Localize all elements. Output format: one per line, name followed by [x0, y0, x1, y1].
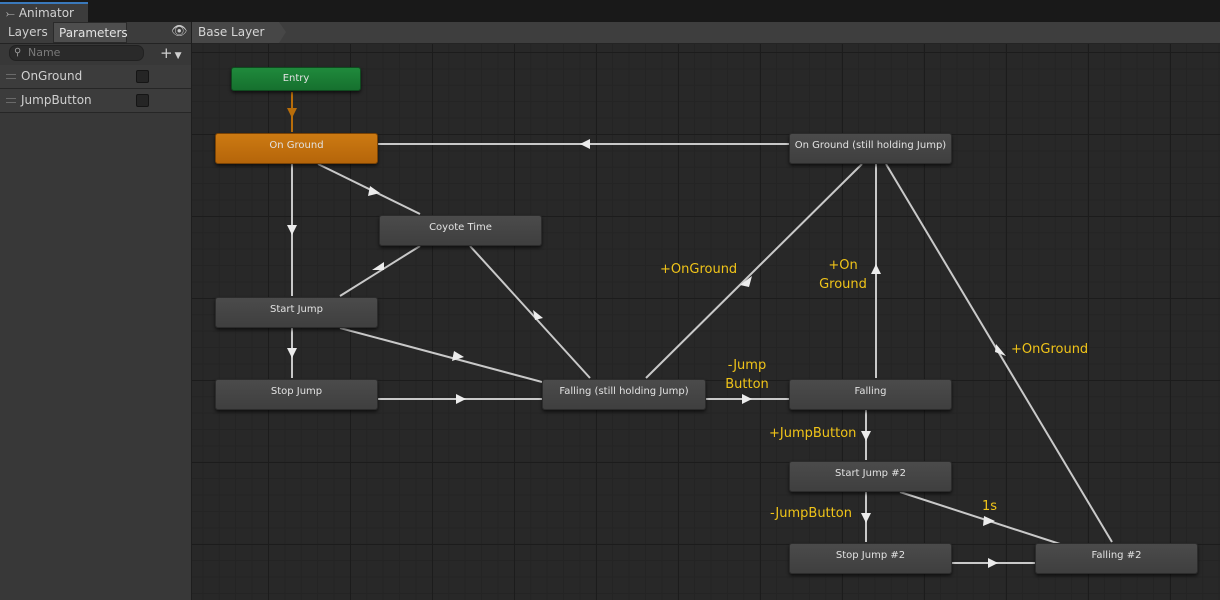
- state-falling[interactable]: Falling: [789, 379, 952, 410]
- animator-icon: ⤚: [6, 7, 15, 20]
- arrow-icon: [456, 394, 466, 404]
- state-on-ground-holding-jump[interactable]: On Ground (still holding Jump): [789, 133, 952, 164]
- state-on-ground[interactable]: On Ground: [215, 133, 378, 164]
- transition-onground-coyote[interactable]: [317, 163, 421, 215]
- arrow-icon: [995, 344, 1006, 356]
- transition-coyote-startjump[interactable]: [339, 245, 421, 297]
- parameter-name: JumpButton: [21, 93, 92, 107]
- transition-falling-holding-onground-holding[interactable]: [645, 163, 863, 379]
- arrow-icon: [287, 108, 297, 118]
- breadcrumb: Base Layer: [192, 22, 1220, 44]
- search-icon: ⚲: [14, 47, 22, 58]
- arrow-icon: [871, 264, 881, 274]
- transition-label: -Jump Button: [722, 356, 772, 394]
- tab-parameters[interactable]: Parameters: [53, 22, 128, 43]
- drag-handle-icon[interactable]: [6, 74, 16, 79]
- transition-startjump-falling-holding[interactable]: [339, 327, 543, 383]
- parameter-name: OnGround: [21, 69, 83, 83]
- state-stop-jump[interactable]: Stop Jump: [215, 379, 378, 410]
- arrow-icon: [372, 262, 384, 270]
- transition-label: +On Ground: [818, 256, 868, 294]
- eye-icon[interactable]: 👁: [171, 24, 188, 39]
- panel-tabs: Layers Parameters 👁: [0, 22, 191, 44]
- transition-label: +OnGround: [660, 262, 738, 277]
- state-falling-holding-jump[interactable]: Falling (still holding Jump): [542, 379, 706, 410]
- arrow-icon: [861, 431, 871, 441]
- transition-label-line: Button: [725, 377, 769, 392]
- breadcrumb-base-layer[interactable]: Base Layer: [192, 22, 285, 43]
- animator-tab-label: Animator: [18, 6, 74, 20]
- parameters-panel: Layers Parameters 👁 ⚲ Name +▼ OnGround Ju…: [0, 22, 192, 600]
- arrow-icon: [988, 558, 998, 568]
- arrow-icon: [533, 310, 543, 320]
- window-tab-bar: ⤚Animator: [0, 0, 1220, 22]
- arrow-icon: [983, 516, 995, 526]
- state-stop-jump-2[interactable]: Stop Jump #2: [789, 543, 952, 574]
- arrow-icon: [580, 139, 590, 149]
- add-parameter-button[interactable]: +▼: [160, 44, 190, 62]
- arrow-icon: [287, 225, 297, 235]
- transition-label: +OnGround: [1011, 342, 1089, 357]
- parameter-row-jumpbutton[interactable]: JumpButton: [0, 89, 191, 113]
- transition-label: -JumpButton: [770, 506, 852, 521]
- dropdown-caret-icon: ▼: [174, 51, 182, 61]
- state-entry[interactable]: Entry: [231, 67, 361, 91]
- state-start-jump-2[interactable]: Start Jump #2: [789, 461, 952, 492]
- transition-startjump2-falling2[interactable]: [899, 491, 1061, 545]
- tab-layers[interactable]: Layers: [8, 25, 48, 39]
- transition-label: +JumpButton: [769, 426, 857, 441]
- state-start-jump[interactable]: Start Jump: [215, 297, 378, 328]
- arrow-icon: [452, 351, 464, 361]
- plus-icon: +: [160, 44, 173, 62]
- arrow-icon: [368, 186, 380, 196]
- parameter-checkbox[interactable]: [136, 70, 149, 83]
- transition-coyote-falling-holding[interactable]: [469, 245, 591, 379]
- state-falling-2[interactable]: Falling #2: [1035, 543, 1198, 574]
- arrow-icon: [740, 276, 752, 287]
- transition-label: 1s: [982, 499, 998, 514]
- transition-label-line: Ground: [819, 277, 867, 292]
- transition-label-line: +On: [828, 258, 858, 273]
- arrow-icon: [742, 394, 752, 404]
- search-placeholder: Name: [28, 46, 61, 59]
- animator-window-tab[interactable]: ⤚Animator: [0, 2, 88, 22]
- parameter-search-input[interactable]: ⚲ Name: [9, 45, 144, 61]
- state-coyote-time[interactable]: Coyote Time: [379, 215, 542, 246]
- arrow-icon: [861, 513, 871, 523]
- parameter-row-onground[interactable]: OnGround: [0, 65, 191, 89]
- parameter-checkbox[interactable]: [136, 94, 149, 107]
- drag-handle-icon[interactable]: [6, 98, 16, 103]
- arrow-icon: [287, 348, 297, 358]
- transition-label-line: -Jump: [727, 358, 767, 373]
